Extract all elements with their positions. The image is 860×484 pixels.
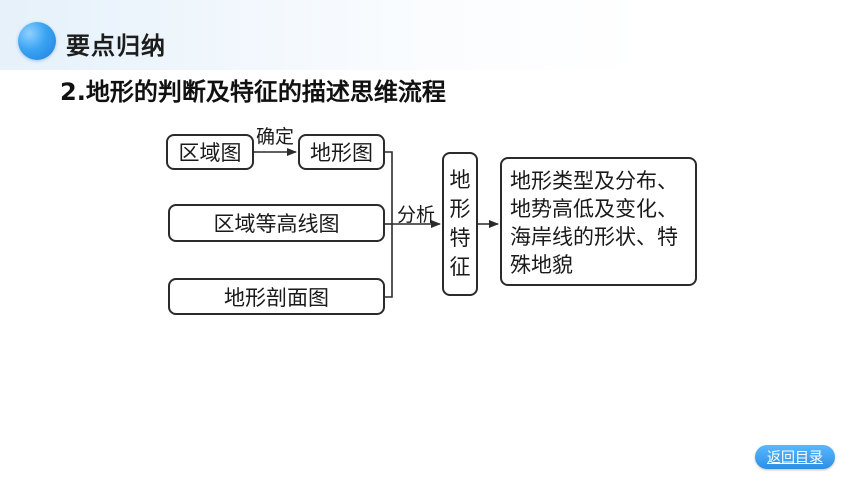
blue-sphere-icon	[18, 22, 56, 60]
regional-map-box: 区域图	[166, 134, 254, 170]
terrain-map-box: 地形图	[298, 134, 385, 170]
feature-char: 形	[449, 197, 471, 221]
determine-label: 确定	[256, 126, 295, 148]
contour-map-label: 区域等高线图	[213, 212, 340, 236]
terrain-map-label: 地形图	[310, 141, 373, 165]
feature-char: 特	[449, 226, 471, 250]
profile-map-label: 地形剖面图	[224, 285, 329, 310]
profile-map-box: 地形剖面图	[168, 278, 385, 315]
feature-char: 地	[449, 168, 471, 192]
contour-map-box: 区域等高线图	[168, 204, 385, 242]
description-result-box: 地形类型及分布、地势高低及变化、海岸线的形状、特殊地貌	[500, 157, 697, 286]
header-background	[0, 0, 860, 70]
analyze-label: 分析	[397, 204, 436, 226]
terrain-features-box: 地 形 特 征	[442, 152, 478, 296]
description-text: 地形类型及分布、地势高低及变化、海岸线的形状、特殊地貌	[510, 169, 678, 277]
feature-char: 征	[449, 255, 471, 279]
regional-map-label: 区域图	[178, 141, 242, 165]
page-subheading: 2.地形的判断及特征的描述思维流程	[60, 78, 446, 106]
section-title: 要点归纳	[66, 32, 166, 60]
return-to-contents-button[interactable]: 返回目录	[755, 445, 835, 469]
